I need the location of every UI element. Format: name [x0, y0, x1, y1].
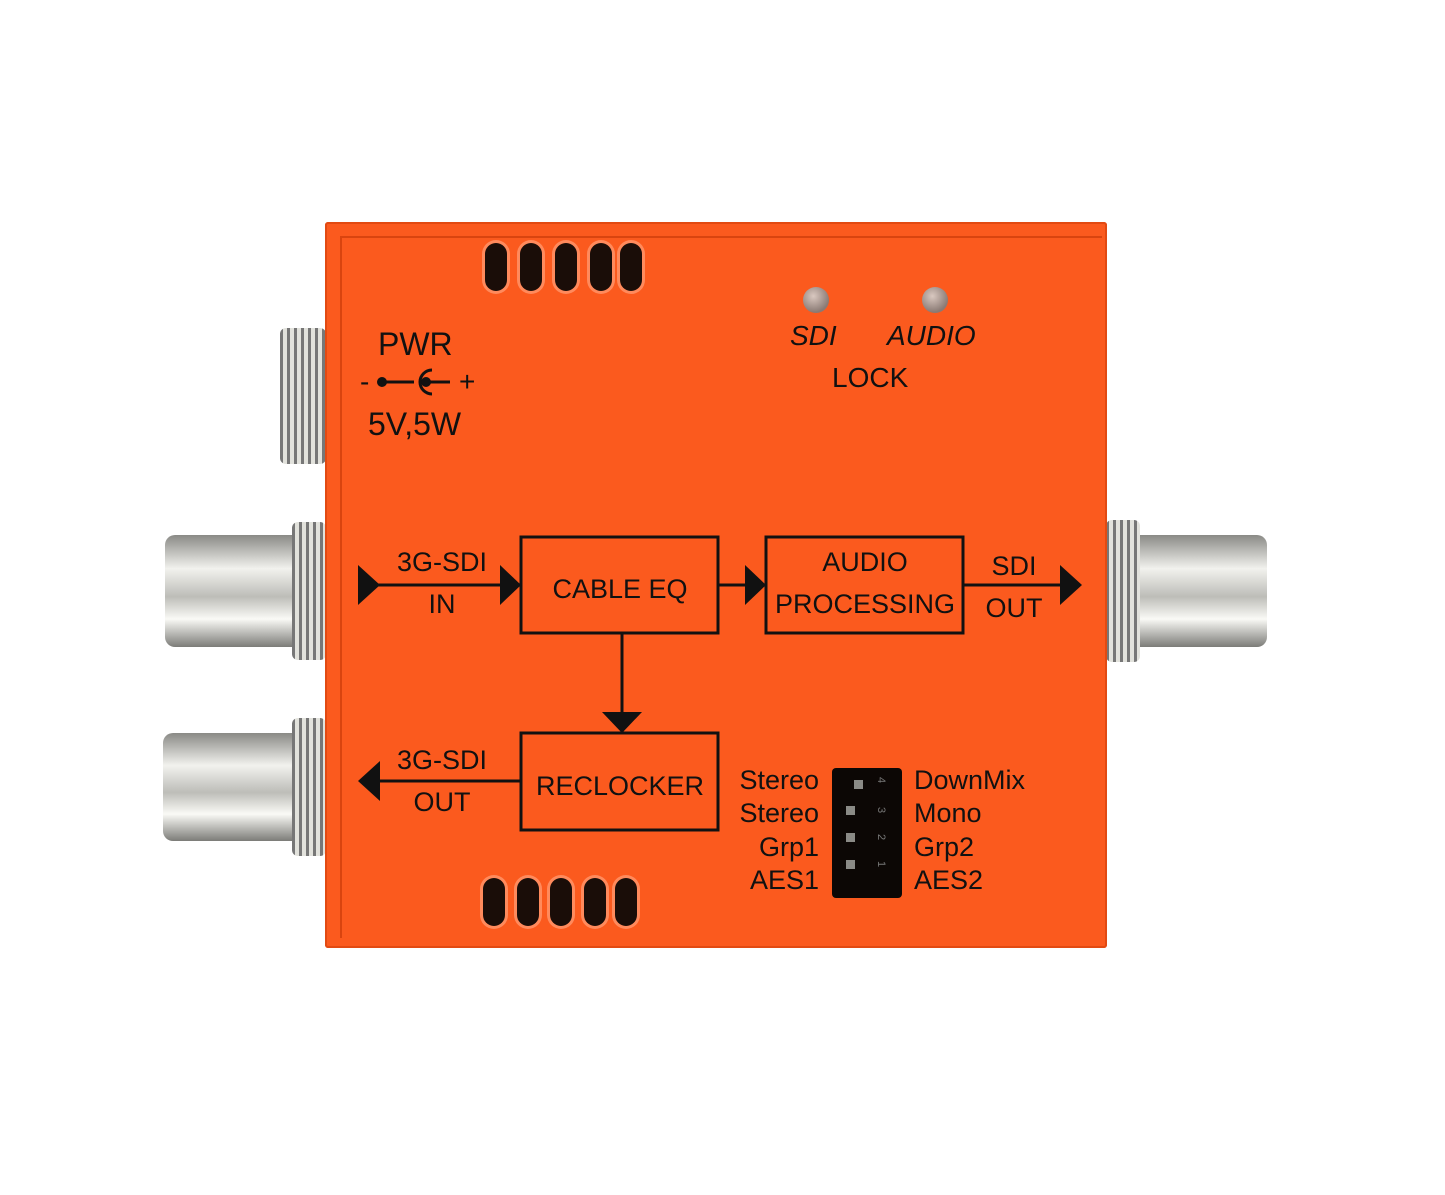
audio-lock-led [922, 287, 948, 313]
dip-number: 2 [875, 833, 888, 841]
vent-slot [483, 878, 505, 926]
power-rating: 5V,5W [368, 406, 462, 442]
reclocker-label: RECLOCKER [536, 771, 704, 801]
bnc-sdi-out [1125, 535, 1267, 647]
dip-right-label: Mono [914, 798, 982, 828]
polarity-plus: + [459, 366, 476, 397]
dip-left-label: Grp1 [759, 832, 819, 862]
sdi-led-label: SDI [790, 320, 837, 351]
dip-left-label: AES1 [750, 865, 819, 895]
input-label-1: 3G-SDI [397, 547, 487, 577]
vent-slot [584, 878, 606, 926]
dc-polarity-icon [377, 368, 450, 396]
loop-out-arrow [358, 761, 380, 801]
lock-label: LOCK [832, 362, 909, 393]
loop-out-label-1: 3G-SDI [397, 745, 487, 775]
dip-toggle-2[interactable] [846, 833, 855, 842]
eq-to-audio-arrow [745, 565, 766, 605]
reclocker-arrow [602, 712, 642, 733]
polarity-minus: - [360, 366, 370, 397]
sdi-out-arrow [1060, 565, 1082, 605]
vent-slot [620, 243, 642, 291]
vent-slot [550, 878, 572, 926]
sdi-out-label-1: SDI [991, 551, 1036, 581]
dip-right-label: AES2 [914, 865, 983, 895]
input-label-2: IN [429, 589, 456, 619]
loop-out-label-2: OUT [414, 787, 471, 817]
audio-led-label: AUDIO [887, 320, 976, 351]
dip-switch[interactable]: 4 3 2 1 [832, 768, 902, 898]
vent-slot [555, 243, 577, 291]
input-tail-arrow [358, 565, 380, 605]
power-jack [280, 328, 326, 464]
power-label: PWR [378, 326, 453, 362]
vent-slot [615, 878, 637, 926]
housing-edge [340, 236, 1102, 938]
dip-number: 1 [875, 860, 888, 868]
dip-right-label: Grp2 [914, 832, 974, 862]
vent-slot [517, 878, 539, 926]
dip-number: 4 [875, 776, 888, 784]
bnc-sdi-loop-out [163, 733, 305, 841]
dip-right-label: DownMix [914, 765, 1026, 795]
audio-processing-label-2: PROCESSING [775, 589, 955, 619]
dip-number: 3 [875, 806, 888, 814]
bnc-sdi-out-nut [1106, 520, 1140, 662]
bnc-sdi-in-nut [292, 522, 326, 660]
sdi-lock-led [803, 287, 829, 313]
dip-left-label: Stereo [739, 798, 819, 828]
dip-toggle-3[interactable] [846, 806, 855, 815]
dip-left-label: Stereo [739, 765, 819, 795]
vent-slot [590, 243, 612, 291]
sdi-out-label-2: OUT [986, 593, 1043, 623]
dip-toggle-4[interactable] [854, 780, 863, 789]
dip-toggle-1[interactable] [846, 860, 855, 869]
vent-slot [485, 243, 507, 291]
vent-slot [520, 243, 542, 291]
input-arrow [500, 565, 521, 605]
bnc-sdi-loop-out-nut [292, 718, 326, 856]
audio-processing-label-1: AUDIO [822, 547, 908, 577]
cable-eq-label: CABLE EQ [552, 574, 687, 604]
bnc-sdi-in [165, 535, 305, 647]
